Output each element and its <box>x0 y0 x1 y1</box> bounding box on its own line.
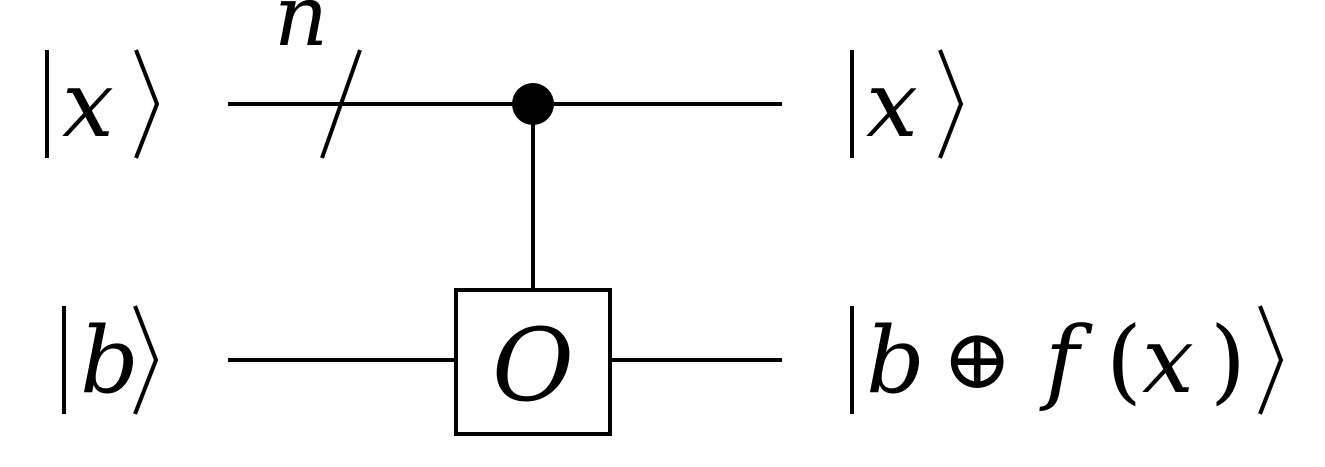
input-ket-x: x <box>45 49 160 159</box>
xor-symbol: ⊕ <box>942 310 1012 408</box>
output-ket-x: x <box>850 49 964 159</box>
bundle-slash <box>320 49 362 159</box>
output-right-paren: ) <box>1210 307 1246 414</box>
output-x-label: x <box>1142 307 1194 414</box>
output-b-label: b <box>866 307 925 414</box>
oracle-gate-label: O <box>492 307 574 424</box>
output-left-paren: ( <box>1106 307 1142 414</box>
output-f-label: f <box>1039 307 1093 414</box>
input-ket-b-label: b <box>80 307 139 414</box>
input-ket-x-label: x <box>62 51 114 158</box>
oracle-gate <box>454 288 612 436</box>
output-ket-x-label: x <box>866 51 918 158</box>
control-dot <box>512 83 554 125</box>
input-ket-b: b <box>62 305 159 415</box>
output-ket-b-xor-fx: b ⊕ f ( x ) <box>850 305 1284 415</box>
bundle-label: n <box>274 0 328 65</box>
